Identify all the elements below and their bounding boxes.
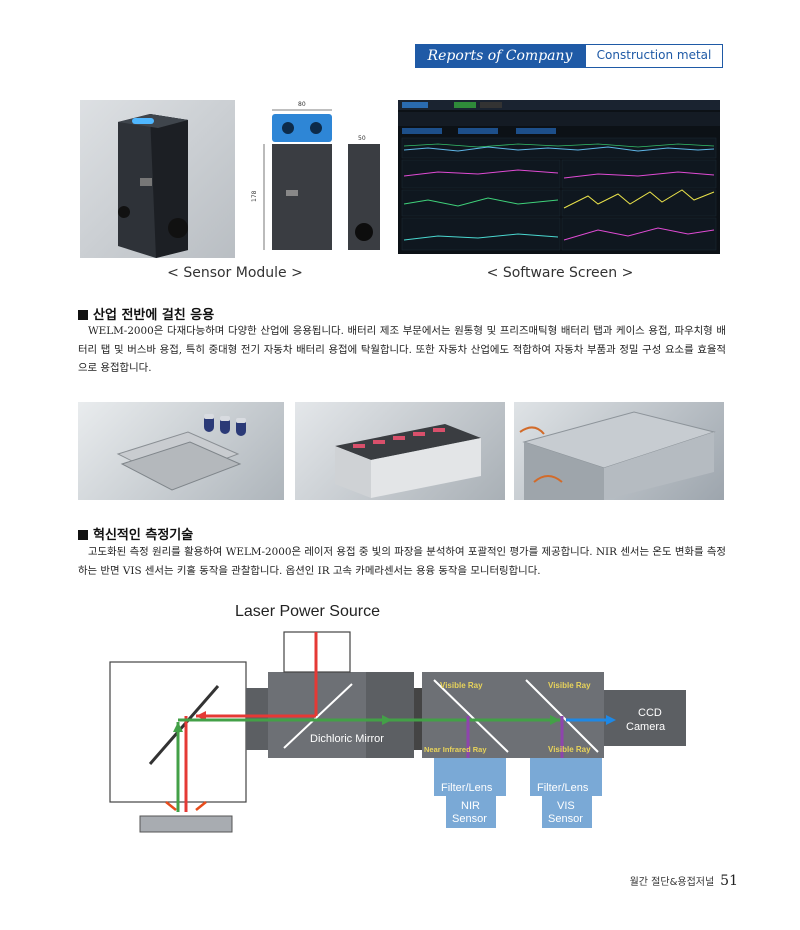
header-category-label: Construction metal — [585, 44, 723, 68]
section-measurement-title-text: 혁신적인 측정기술 — [93, 528, 194, 543]
sensor-technical-drawing: 80 178 50 — [250, 100, 390, 258]
drawing-depth-label: 50 — [358, 135, 366, 142]
vis-sensor-box — [542, 796, 592, 828]
sensor-module-caption: < Sensor Module > — [167, 265, 303, 281]
spacer-block — [366, 672, 414, 758]
visible-ray-label-3: Visible Ray — [548, 745, 591, 754]
arrow-up-icon — [173, 722, 183, 732]
journal-name: 월간 절단&용접저널 — [629, 877, 715, 888]
nir-sensor-label: Sensor — [452, 813, 487, 825]
camera-label: Camera — [626, 721, 666, 733]
arrow-right-icon — [382, 715, 392, 725]
arrow-right-icon — [550, 715, 560, 725]
page-footer: 월간 절단&용접저널 51 — [630, 873, 738, 889]
page-number: 51 — [720, 873, 738, 889]
workpiece — [139, 815, 233, 833]
nir-splitter-mirror — [433, 679, 509, 753]
visible-ray-label-2: Visible Ray — [548, 681, 591, 690]
battery-module-photo — [295, 402, 505, 500]
section-measurement-body: 고도화된 측정 원리를 활용하여 WELM-2000은 레이저 용접 중 빛의 … — [78, 546, 726, 577]
vis-filter-label: Filter/Lens — [537, 782, 589, 794]
ccd-label: CCD — [638, 707, 662, 719]
section-applications-title: 산업 전반에 걸친 응용 — [78, 304, 214, 323]
drawing-width-label: 80 — [298, 101, 306, 108]
nir-filter-box — [434, 758, 506, 796]
laser-power-source-label: Laser Power Source — [235, 603, 380, 620]
header-reports-label: Reports of Company — [415, 44, 585, 68]
section-applications-body: WELM-2000은 다재다능하며 다양한 산업에 응용됩니다. 배터리 제조 … — [78, 325, 726, 374]
dichroic-mirror — [283, 683, 353, 749]
square-bullet-icon — [78, 530, 88, 540]
section-applications-title-text: 산업 전반에 걸친 응용 — [93, 308, 215, 323]
nir-filter-label: Filter/Lens — [441, 782, 493, 794]
nir-sensor-box — [446, 796, 496, 828]
vis-label: VIS — [557, 800, 575, 812]
arrow-right-icon — [606, 715, 616, 725]
battery-pouch-photo — [78, 402, 284, 500]
drawing-height-label: 178 — [251, 190, 258, 202]
software-screen-image — [398, 100, 720, 254]
sensor-module-photo — [80, 100, 235, 258]
vis-sensor-label: Sensor — [548, 813, 583, 825]
ccd-camera-block — [604, 690, 686, 746]
square-bullet-icon — [78, 310, 88, 320]
report-header: Reports of Company Construction metal — [415, 44, 723, 68]
visible-ray-label-1: Visible Ray — [440, 681, 483, 690]
section-measurement-title: 혁신적인 측정기술 — [78, 524, 193, 543]
focus-mirror — [148, 685, 220, 765]
dichroic-mirror-label: Dichloric Mirror — [310, 733, 384, 745]
ev-battery-tray-photo — [514, 402, 724, 500]
near-infrared-ray-label: Near Infrared Ray — [424, 745, 487, 754]
software-screen-caption: < Software Screen > — [486, 265, 634, 281]
nir-label: NIR — [461, 800, 480, 812]
vis-filter-box — [530, 758, 602, 796]
